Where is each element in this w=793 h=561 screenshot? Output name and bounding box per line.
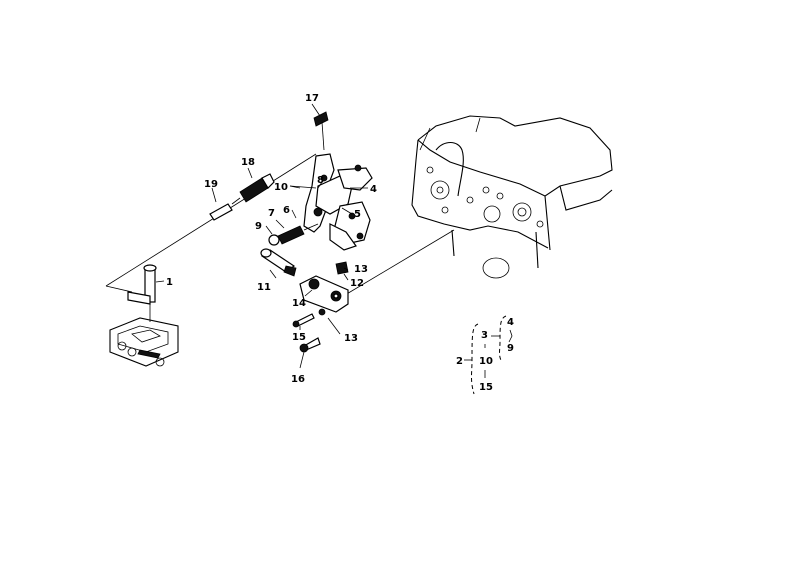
yoke-assembly	[299, 261, 349, 316]
callout-6: 6	[283, 205, 290, 216]
lever-shaft	[127, 264, 157, 322]
callout-13-lower: 13	[344, 333, 358, 344]
index-9: 9	[507, 343, 514, 354]
callout-4: 4	[370, 184, 377, 195]
index-10: 10	[479, 356, 493, 367]
callout-1: 1	[166, 277, 173, 288]
callout-7: 7	[268, 208, 275, 219]
index-15: 15	[479, 382, 493, 393]
callouts: 1 4 5 6 7 8 9 10 11 12 13 13 14 15 16 17…	[166, 93, 377, 385]
callout-9: 9	[255, 221, 262, 232]
callout-8: 8	[317, 175, 324, 186]
rod-end	[209, 203, 233, 221]
tension-spring	[231, 173, 275, 205]
callout-14: 14	[292, 298, 306, 309]
spring-pin	[313, 111, 329, 151]
index-3: 3	[481, 330, 488, 341]
lever-assembly	[289, 153, 373, 251]
assembly-index: 2 3 4 9 10 15	[456, 315, 514, 395]
callout-5: 5	[354, 209, 361, 220]
pivot-pin	[268, 223, 319, 246]
callout-18: 18	[241, 157, 255, 168]
control-shaft	[260, 248, 297, 277]
callout-15: 15	[292, 332, 306, 343]
callout-12: 12	[350, 278, 364, 289]
engine-housing	[411, 115, 613, 279]
link-lines	[105, 153, 455, 299]
callout-19: 19	[204, 179, 218, 190]
callout-13-upper: 13	[354, 264, 368, 275]
leader-lines	[155, 103, 368, 369]
callout-10: 10	[274, 182, 288, 193]
index-2: 2	[456, 356, 463, 367]
callout-16: 16	[291, 374, 305, 385]
callout-11: 11	[257, 282, 271, 293]
callout-17: 17	[305, 93, 319, 104]
base-bracket	[109, 317, 179, 367]
index-4: 4	[507, 317, 514, 328]
